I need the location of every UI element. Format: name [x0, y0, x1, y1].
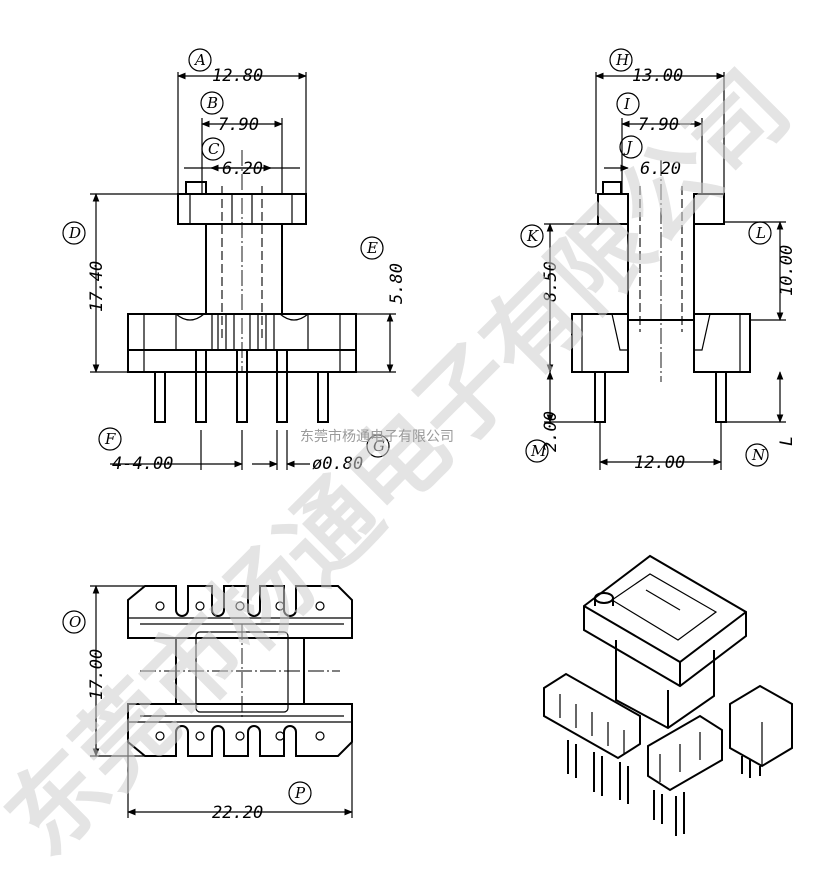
dim-front-pin-pitch: 4-4.00	[112, 454, 173, 474]
watermark-small: 东莞市杨通电子有限公司	[300, 428, 454, 445]
svg-text:O: O	[69, 613, 81, 631]
svg-text:F: F	[104, 430, 116, 448]
front-pins	[154, 349, 329, 423]
side-pins	[594, 371, 727, 423]
label-b: B	[200, 91, 224, 115]
dim-bottom-width: 22.20	[212, 803, 263, 823]
svg-text:C: C	[208, 140, 220, 158]
svg-text:E: E	[366, 239, 378, 257]
svg-text:G: G	[373, 437, 385, 455]
label-n: N	[745, 443, 769, 467]
front-flange-ribs	[175, 313, 309, 350]
label-d: D	[62, 221, 86, 245]
side-view: 13.00 7.90 6.20 8.50 10.00 2.00 L 12.00 …	[520, 48, 797, 473]
dim-side-total-width: 13.00	[632, 66, 683, 86]
dim-side-standoff: 2.00	[541, 411, 561, 452]
dim-bottom-depth: 17.00	[87, 649, 107, 700]
label-i: I	[616, 92, 640, 116]
iso-pins	[567, 740, 761, 836]
svg-text:J: J	[623, 138, 633, 156]
label-m: M	[525, 439, 549, 463]
label-j: J	[619, 135, 643, 159]
dim-side-pin-length: L	[777, 436, 797, 446]
svg-text:K: K	[526, 227, 539, 245]
front-view: 12.80 7.90 6.20 17.40 5.80 4-4.00 ø0.80 …	[62, 48, 407, 474]
label-c: C	[201, 137, 225, 161]
dim-front-total-width: 12.80	[212, 66, 263, 86]
svg-text:P: P	[294, 784, 306, 802]
label-o: O	[62, 610, 86, 634]
label-p: P	[288, 781, 312, 805]
dim-side-upper-height: 8.50	[541, 261, 561, 302]
dim-side-core-width: 6.20	[640, 159, 681, 179]
svg-text:A: A	[193, 51, 206, 69]
label-a: A	[188, 48, 212, 72]
svg-text:H: H	[615, 51, 630, 69]
isometric-view	[543, 554, 793, 836]
label-h: H	[609, 48, 633, 72]
dim-front-flange-height: 5.80	[387, 263, 407, 304]
label-g: G	[366, 434, 390, 458]
dim-front-pin-diameter: ø0.80	[312, 454, 363, 474]
svg-text:M: M	[530, 442, 547, 460]
dim-front-total-height: 17.40	[87, 261, 107, 312]
svg-text:L: L	[755, 224, 766, 242]
dim-front-inner-width: 7.90	[218, 115, 259, 135]
dim-side-lower-height: 10.00	[777, 245, 797, 296]
svg-text:B: B	[206, 94, 218, 112]
svg-text:D: D	[68, 224, 81, 242]
label-k: K	[520, 224, 544, 248]
dim-side-inner-width: 7.90	[638, 115, 679, 135]
bottom-view: 17.00 22.20 O P	[62, 585, 353, 823]
label-f: F	[98, 427, 122, 451]
svg-text:N: N	[751, 446, 766, 464]
svg-text:I: I	[623, 95, 631, 113]
label-l: L	[748, 221, 772, 245]
bottom-pin-holes	[155, 601, 325, 741]
label-e: E	[360, 236, 384, 260]
dim-front-core-width: 6.20	[222, 159, 263, 179]
dim-side-pin-row: 12.00	[634, 453, 685, 473]
